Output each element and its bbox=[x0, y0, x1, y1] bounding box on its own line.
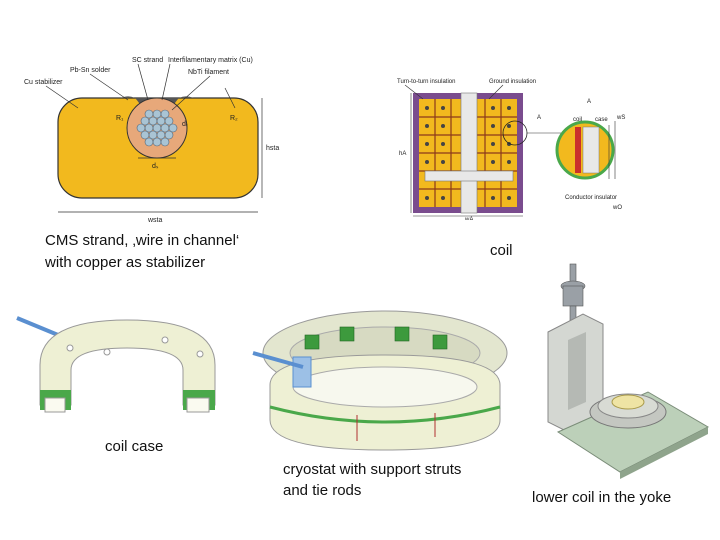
yoke-figure bbox=[528, 262, 713, 484]
strand-caption-line2: with copper as stabilizer bbox=[45, 254, 206, 271]
coil-case-body bbox=[39, 319, 216, 406]
turn-insulation-label: Turn-to-turn insulation bbox=[397, 79, 455, 85]
strand-caption-line1: CMS strand, ‚wire in channel‘ bbox=[45, 232, 240, 249]
r1-label: R₁ bbox=[116, 115, 124, 122]
hsta-label: hsta bbox=[266, 145, 279, 152]
ground-insulation-label: Ground insulation bbox=[489, 79, 536, 85]
coil-case-caption: coil case bbox=[105, 438, 164, 455]
cryostat-figure bbox=[252, 310, 508, 451]
nbti-filaments bbox=[136, 109, 178, 147]
cryostat-caption-line2: and tie rods bbox=[283, 482, 362, 499]
coil-caption: coil bbox=[490, 242, 513, 259]
strand-cross-section-figure: SC strand Interfilamentary matrix (Cu) P… bbox=[24, 57, 279, 224]
inlet-duct bbox=[292, 356, 312, 388]
coil-label-small: coil bbox=[573, 117, 582, 123]
yoke-caption: lower coil in the yoke bbox=[532, 489, 672, 506]
case-label-small: case bbox=[595, 117, 608, 123]
stabilizer-label: Cu stabilizer bbox=[24, 79, 63, 86]
conductor-insulator-label: Conductor insulator bbox=[565, 195, 617, 201]
a-top-label: A bbox=[587, 99, 591, 105]
solder-label: Pb-Sn solder bbox=[70, 67, 111, 74]
ha-label: hA bbox=[399, 151, 406, 157]
sc-strand-label: SC strand bbox=[132, 57, 163, 64]
ws-label: wS bbox=[616, 115, 625, 121]
wa-label: wA bbox=[464, 217, 473, 220]
wo-label: wO bbox=[612, 205, 622, 211]
coil-central-support bbox=[460, 92, 478, 214]
filament-label: NbTi filament bbox=[188, 69, 229, 76]
matrix-label: Interfilamentary matrix (Cu) bbox=[168, 57, 253, 64]
r2-label: R₂ bbox=[230, 115, 238, 122]
cryostat-caption-line1: cryostat with support struts bbox=[283, 461, 462, 478]
ds-label: dₛ bbox=[152, 163, 159, 170]
coil-cross-section-figure: Turn-to-turn insulation Ground insulatio… bbox=[397, 79, 625, 220]
a-side-label: A bbox=[537, 115, 541, 121]
wsta-label: wsta bbox=[147, 217, 163, 224]
coil-case-figure bbox=[16, 316, 216, 413]
dt-label: dₜ bbox=[182, 121, 188, 128]
